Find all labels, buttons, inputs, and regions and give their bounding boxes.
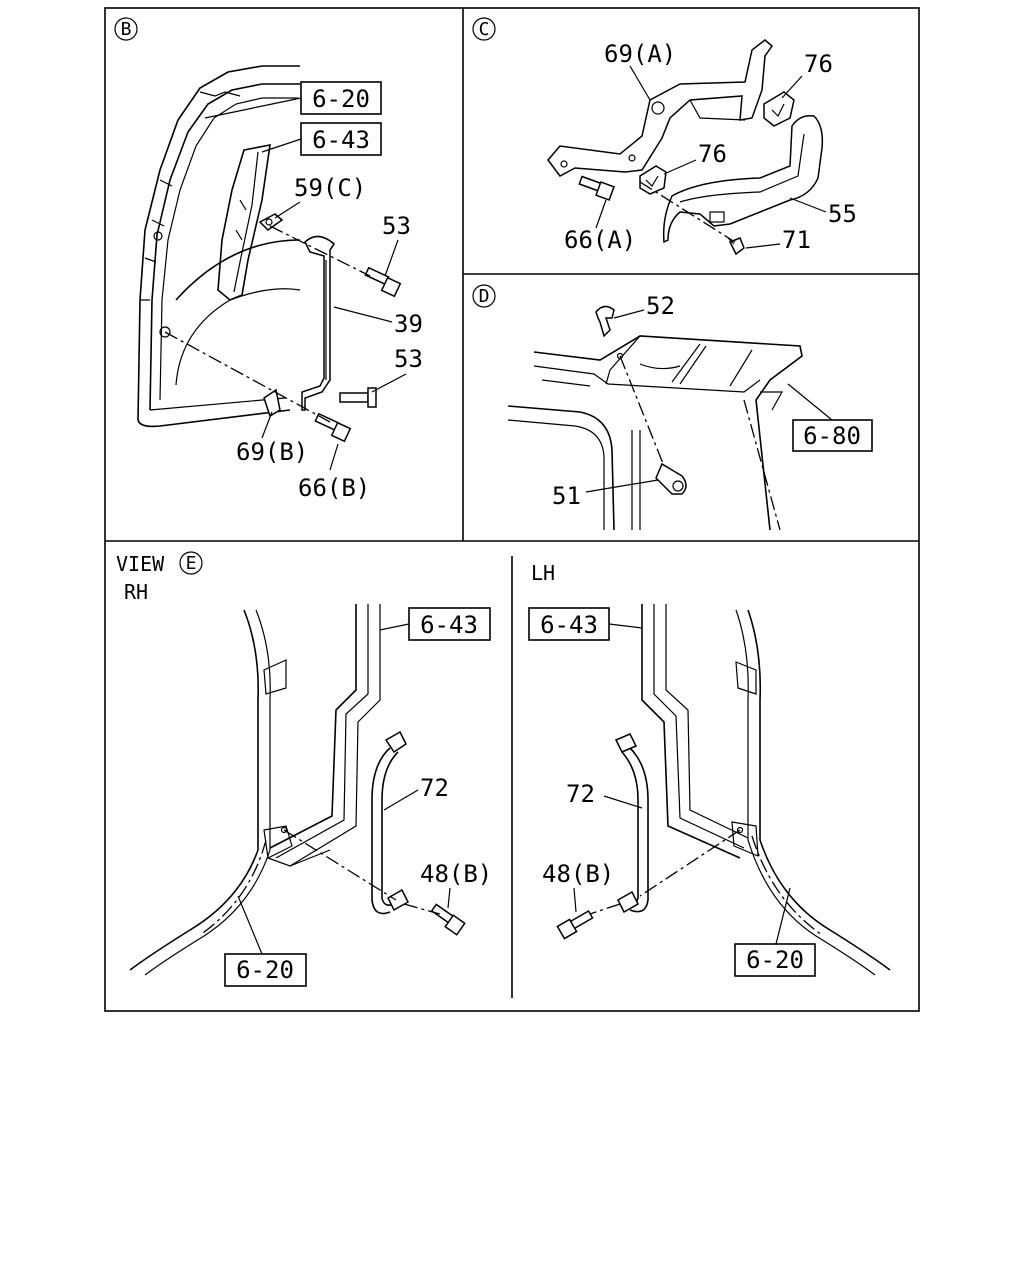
svg-text:6-20: 6-20 (312, 85, 370, 113)
label-66b: 66(B) (298, 474, 370, 502)
label-71: 71 (782, 226, 811, 254)
panel-d-marker: D (472, 284, 496, 308)
svg-text:B: B (121, 19, 132, 40)
svg-text:C: C (479, 19, 490, 40)
lh-label-72: 72 (566, 780, 595, 808)
part-53-bolt-top (364, 266, 402, 298)
part-76-clip-mid (639, 165, 667, 195)
view-e-prefix: VIEW (116, 552, 165, 576)
ref-box-6-80: 6-80 (787, 383, 873, 452)
part-66a-bolt (578, 175, 615, 201)
rh-label-72: 72 (420, 774, 449, 802)
ref-box-6-20-b: 6-20 (204, 81, 382, 119)
svg-text:E: E (186, 553, 197, 574)
part-52-screw (595, 305, 615, 338)
label-53-mid: 53 (394, 345, 423, 373)
part-51-clip (655, 462, 687, 495)
rh-label-48b: 48(B) (420, 860, 492, 888)
label-55: 55 (828, 200, 857, 228)
svg-text:6-43: 6-43 (312, 126, 370, 154)
svg-text:6-43: 6-43 (420, 611, 478, 639)
ref-box-6-43-b: 6-43 (261, 122, 382, 156)
roof-rail-illustration (507, 335, 803, 531)
label-53-top: 53 (382, 212, 411, 240)
rh-part-48b-bolt (430, 903, 466, 936)
panel-e: VIEW E RH (116, 551, 891, 987)
part-69b-bracket (263, 388, 281, 418)
label-66a: 66(A) (564, 226, 636, 254)
part-53-bolt-mid (339, 387, 377, 408)
label-59c: 59(C) (294, 174, 366, 202)
label-52: 52 (646, 292, 675, 320)
panel-c: C (472, 17, 857, 256)
svg-text:D: D (479, 286, 490, 307)
door-frame-illustration (137, 65, 301, 428)
part-71-screw (727, 237, 745, 256)
svg-text:6-80: 6-80 (803, 422, 861, 450)
rh-side-label: RH (124, 580, 148, 604)
lh-part-72-pipe (614, 733, 649, 914)
lh-label-48b: 48(B) (542, 860, 614, 888)
panel-b-marker: B (114, 17, 138, 41)
panel-d: D 6-80 (472, 284, 873, 531)
label-39: 39 (394, 310, 423, 338)
diagram-frame (104, 7, 920, 1012)
svg-text:6-43: 6-43 (540, 611, 598, 639)
part-55-assist-grip (662, 114, 824, 244)
panel-e-rh: RH (124, 580, 492, 987)
rh-ref-box-6-20: 6-20 (224, 895, 307, 987)
panel-e-marker: E (179, 551, 203, 575)
rh-ref-box-6-43: 6-43 (379, 607, 491, 641)
lh-ref-box-6-43: 6-43 (528, 607, 643, 641)
rh-part-72-pipe (371, 730, 409, 915)
panel-e-lh: LH (528, 561, 891, 977)
label-76-mid: 76 (698, 140, 727, 168)
lh-ref-box-6-20: 6-20 (734, 887, 816, 977)
svg-text:6-20: 6-20 (236, 956, 294, 984)
part-59c-clip (258, 213, 284, 231)
panel-b: B (114, 17, 423, 502)
svg-text:6-20: 6-20 (746, 946, 804, 974)
part-76-clip-top (763, 91, 795, 127)
panel-c-marker: C (472, 17, 496, 41)
label-51: 51 (552, 482, 581, 510)
part-66b-bolt (314, 412, 352, 443)
label-69a: 69(A) (604, 40, 676, 68)
label-76-top: 76 (804, 50, 833, 78)
label-69b: 69(B) (236, 438, 308, 466)
part-39-bracket (301, 235, 335, 411)
pillar-trim-illustration (217, 144, 271, 301)
lh-part-48b-bolt (556, 910, 594, 940)
part-69a-bracket (547, 39, 774, 177)
lh-side-label: LH (531, 561, 555, 585)
